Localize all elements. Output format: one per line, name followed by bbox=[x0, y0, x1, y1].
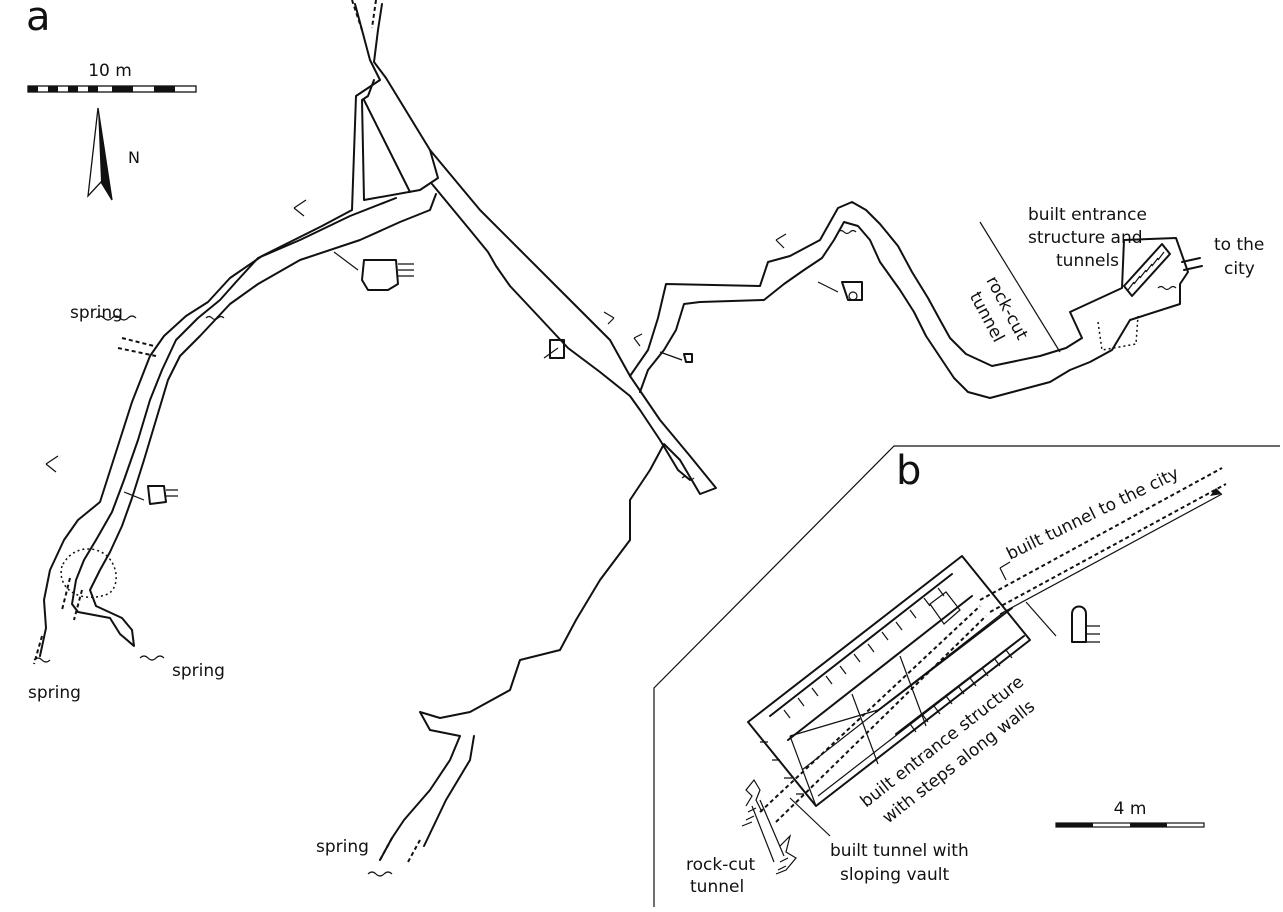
panel-a: a 10 m N bbox=[26, 0, 1264, 877]
label-spring-south-b: spring bbox=[316, 837, 369, 857]
label-sloping-line-1: built tunnel with bbox=[830, 841, 969, 861]
label-to-the-city-line-2: city bbox=[1224, 259, 1255, 279]
label-entrance-line-1: built entrance bbox=[1028, 205, 1147, 225]
section-markers bbox=[45, 199, 1061, 501]
label-rockcut-b-line-1: rock-cut bbox=[686, 855, 755, 875]
label-entrance-line-2: structure and bbox=[1028, 228, 1143, 248]
panel-b-letter: b bbox=[896, 448, 921, 494]
rock-cut-symbol-icon bbox=[741, 778, 831, 875]
north-label: N bbox=[128, 148, 140, 167]
scale-bar-10m: 10 m bbox=[27, 61, 197, 93]
label-built-tunnel-to-city: built tunnel to the city bbox=[1003, 464, 1182, 565]
label-spring-south-a: spring bbox=[172, 661, 225, 681]
scale-bar-10m-label: 10 m bbox=[88, 61, 132, 81]
tunnel-system-a bbox=[33, 0, 1189, 863]
cross-sections-a bbox=[147, 259, 1087, 643]
water-squiggle-icons bbox=[33, 229, 1177, 877]
label-rockcut-b-line-2: tunnel bbox=[690, 877, 744, 897]
label-sloping-line-2: sloping vault bbox=[840, 865, 949, 885]
entrance-structure-b bbox=[747, 555, 1031, 823]
scale-bar-4m-label: 4 m bbox=[1114, 799, 1147, 819]
panel-a-letter: a bbox=[26, 0, 51, 40]
label-structure-line-1: built entrance structure bbox=[857, 672, 1028, 812]
tunnel-to-city-lines bbox=[979, 467, 1227, 615]
label-spring-southwest: spring bbox=[28, 683, 81, 703]
north-arrow-icon: N bbox=[87, 107, 140, 201]
scale-bar-4m: 4 m bbox=[1055, 799, 1205, 828]
panel-b-frame bbox=[653, 445, 1280, 907]
entrance-structure-a bbox=[1123, 243, 1203, 297]
label-rockcut-a: rock-cut tunnel bbox=[965, 273, 1032, 346]
label-entrance-line-3: tunnels bbox=[1056, 251, 1119, 271]
panel-b: b bbox=[653, 445, 1280, 907]
label-to-the-city-line-1: to the bbox=[1214, 235, 1264, 255]
cross-section-b bbox=[1025, 601, 1100, 643]
label-spring-west: spring bbox=[70, 303, 123, 323]
